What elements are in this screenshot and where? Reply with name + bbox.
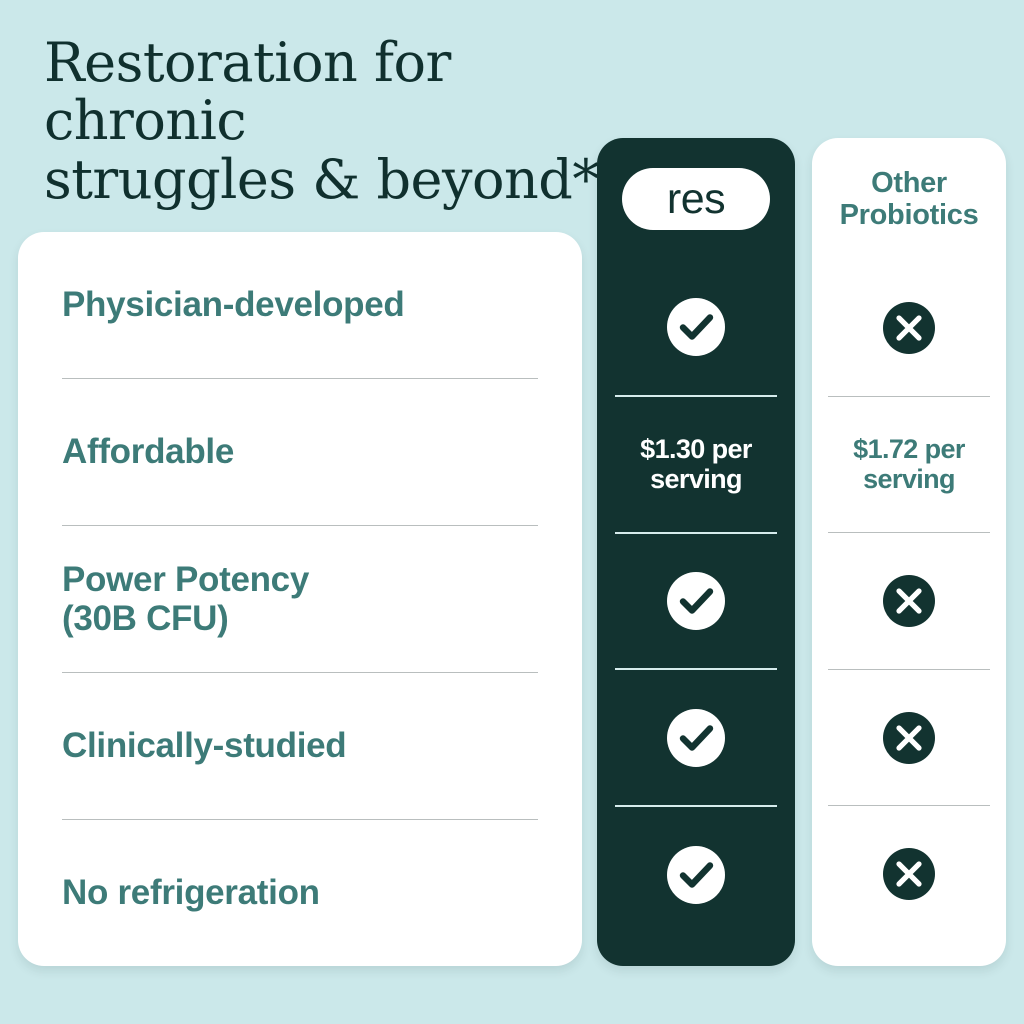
feature-row: Physician-developed	[62, 232, 538, 378]
feature-label: Clinically-studied	[62, 726, 347, 766]
res-price-line-1: $1.30 per	[640, 433, 752, 464]
other-column-title-line-2: Probiotics	[839, 199, 979, 231]
feature-label: Affordable	[62, 432, 235, 472]
x-circle-icon	[883, 301, 935, 354]
feature-label-line-1: Power Potency	[62, 559, 310, 599]
page-headline: Restoration for chronic struggles & beyo…	[44, 31, 664, 211]
check-circle-icon	[667, 571, 725, 630]
res-cell-affordable: $1.30 per serving	[615, 394, 777, 532]
res-cell-no-refrigeration	[615, 805, 777, 942]
feature-list: Physician-developed Affordable Power Pot…	[62, 232, 538, 966]
res-column-body: $1.30 per serving	[615, 260, 777, 942]
check-circle-icon	[667, 708, 725, 767]
feature-label-line-2: (30B CFU)	[62, 599, 229, 638]
other-cell-clinically-studied	[828, 668, 990, 806]
res-cell-physician-developed	[615, 260, 777, 395]
other-cell-no-refrigeration	[828, 805, 990, 942]
features-card: Physician-developed Affordable Power Pot…	[18, 232, 582, 966]
res-column-card: res $1.30 per serving	[597, 138, 795, 966]
feature-label: Power Potency (30B CFU)	[62, 560, 309, 638]
other-cell-affordable: $1.72 per serving	[828, 395, 990, 533]
res-price: $1.30 per serving	[640, 434, 752, 494]
headline-line-2: struggles & beyond*	[44, 147, 599, 211]
res-logo-pill: res	[622, 168, 770, 230]
x-circle-icon	[883, 711, 935, 764]
other-column-body: $1.72 per serving	[828, 260, 990, 942]
other-column-header: Other Probiotics	[828, 138, 990, 260]
other-price-line-2: serving	[863, 464, 955, 495]
headline-line-1: Restoration for chronic	[44, 31, 451, 153]
other-probiotics-column-card: Other Probiotics $1.72 per serving	[812, 138, 1006, 966]
res-price-line-2: serving	[650, 464, 742, 495]
other-column-title: Other Probiotics	[840, 167, 979, 232]
res-cell-power-potency	[615, 531, 777, 669]
other-price: $1.72 per serving	[853, 434, 965, 494]
res-cell-clinically-studied	[615, 668, 777, 805]
other-price-line-1: $1.72 per	[853, 434, 965, 465]
feature-row: Power Potency (30B CFU)	[62, 525, 538, 672]
feature-label: No refrigeration	[62, 873, 320, 913]
check-circle-icon	[667, 845, 725, 904]
other-cell-physician-developed	[828, 260, 990, 396]
other-column-title-line-1: Other	[871, 166, 947, 199]
x-circle-icon	[883, 848, 935, 901]
other-cell-power-potency	[828, 532, 990, 669]
x-circle-icon	[883, 574, 935, 627]
check-circle-icon	[667, 298, 725, 357]
feature-row: Affordable	[62, 378, 538, 525]
feature-row: Clinically-studied	[62, 672, 538, 819]
res-column-header: res	[615, 138, 777, 260]
feature-row: No refrigeration	[62, 819, 538, 966]
feature-label: Physician-developed	[62, 285, 405, 325]
